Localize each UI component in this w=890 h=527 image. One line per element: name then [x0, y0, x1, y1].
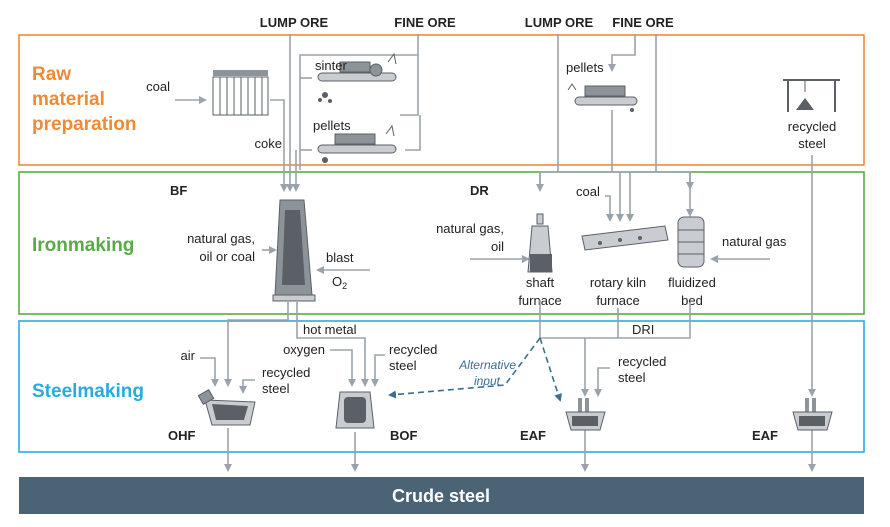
ohf-icon: [197, 388, 256, 426]
raw-section-title-line3: preparation: [32, 114, 137, 135]
sinter-machine-icon: [317, 52, 397, 103]
ohf-recycled-steel-line2: steel: [262, 381, 290, 396]
eaf-2-label: EAF: [752, 428, 778, 443]
coal-input-label: coal: [146, 79, 170, 94]
dr-fuel-label-line2: oil: [491, 239, 504, 254]
eaf-1-icon: [565, 398, 606, 431]
shaft-furnace-label-line1: shaft: [526, 275, 555, 290]
bof-label: BOF: [390, 428, 418, 443]
coke-label: coke: [255, 136, 282, 151]
raw-section-title-line1: Raw: [32, 64, 71, 85]
fluid-gas-label: natural gas: [722, 234, 787, 249]
bof-recycled-steel-line2: steel: [389, 358, 417, 373]
recycled-steel-label-line1: recycled: [788, 119, 836, 134]
blast-label: blast: [326, 250, 354, 265]
eaf-2-icon: [792, 398, 833, 431]
bof-icon: [335, 391, 375, 429]
rotary-kiln-icon: [581, 225, 669, 251]
dr-fuel-label-line1: natural gas,: [436, 221, 504, 236]
fine-ore-left-label: FINE ORE: [394, 15, 456, 30]
fine-ore-right-label: FINE ORE: [612, 15, 674, 30]
steelmaking-flows: [200, 300, 816, 472]
dr-label: DR: [470, 183, 489, 198]
fluidized-bed-icon: [677, 216, 705, 268]
eaf-recycled-steel-line2: steel: [618, 370, 646, 385]
fluidized-bed-label-line1: fluidized: [668, 275, 716, 290]
pelletizer-left-icon: [317, 124, 397, 163]
scrap-yard-icon: [783, 79, 840, 112]
lump-ore-right-label: LUMP ORE: [525, 15, 594, 30]
bf-label: BF: [170, 183, 187, 198]
shaft-furnace-icon: [527, 213, 553, 273]
dri-label: DRI: [632, 322, 654, 337]
raw-material-flows: [175, 34, 816, 397]
bf-fuel-label-line2: oil or coal: [199, 249, 255, 264]
alternative-input-line2: input: [474, 374, 501, 388]
ohf-recycled-steel-line1: recycled: [262, 365, 310, 380]
pellets-left-label: pellets: [313, 118, 351, 133]
recycled-steel-label-line2: steel: [798, 136, 826, 151]
eaf-recycled-steel-line1: recycled: [618, 354, 666, 369]
o2-label: O2: [332, 274, 347, 291]
kiln-coal-label: coal: [576, 184, 600, 199]
ironmaking-title: Ironmaking: [32, 235, 134, 256]
raw-material-section: [18, 34, 865, 166]
crude-steel-label: Crude steel: [392, 486, 490, 506]
o2-text: O: [332, 274, 342, 289]
coke-oven-icon: [212, 70, 269, 116]
steelmaking-section: [18, 320, 865, 453]
alternative-input-line1: Alternative: [458, 358, 516, 372]
steelmaking-title: Steelmaking: [32, 381, 144, 402]
crude-steel-bar: [19, 477, 864, 514]
fluidized-bed-label-line2: bed: [681, 293, 703, 308]
rotary-kiln-label-line1: rotary kiln: [590, 275, 646, 290]
blast-furnace-icon: [272, 199, 316, 302]
air-label: air: [181, 348, 196, 363]
ohf-label: OHF: [168, 428, 196, 443]
pelletizer-right-icon: [567, 83, 638, 112]
eaf-1-label: EAF: [520, 428, 546, 443]
bof-recycled-steel-line1: recycled: [389, 342, 437, 357]
bf-fuel-label-line1: natural gas,: [187, 231, 255, 246]
oxygen-label: oxygen: [283, 342, 325, 357]
ironmaking-section: [18, 171, 865, 315]
raw-section-title-line2: material: [32, 89, 105, 110]
hot-metal-label: hot metal: [303, 322, 357, 337]
rotary-kiln-label-line2: furnace: [596, 293, 639, 308]
lump-ore-left-label: LUMP ORE: [260, 15, 329, 30]
pellets-right-label: pellets: [566, 60, 604, 75]
ironmaking-flows: [262, 171, 770, 274]
sinter-label: sinter: [315, 58, 347, 73]
o2-subscript: 2: [342, 281, 347, 291]
